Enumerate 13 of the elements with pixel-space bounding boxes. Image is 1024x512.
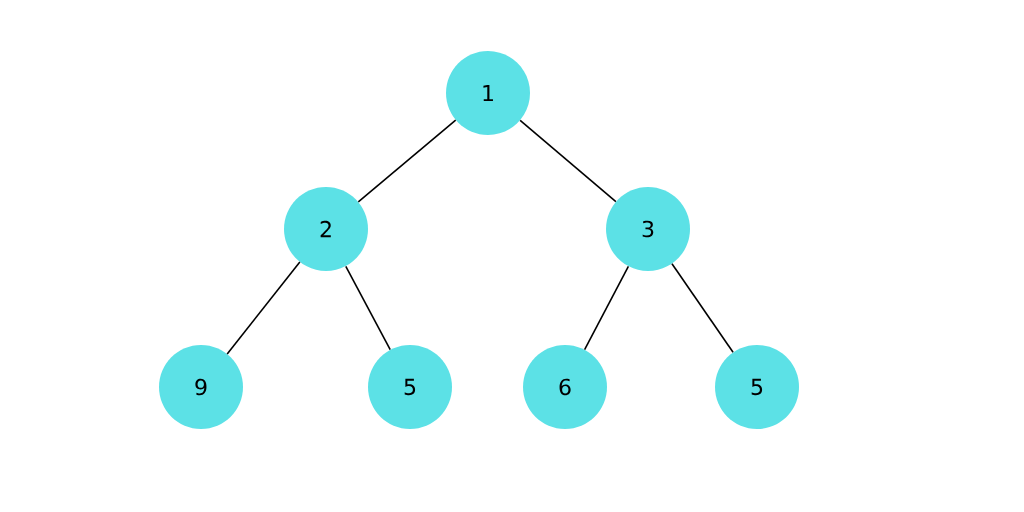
tree-edge: [671, 262, 734, 354]
tree-node: 2: [284, 187, 368, 271]
tree-node: 6: [523, 345, 607, 429]
tree-node: 3: [606, 187, 690, 271]
tree-edge: [357, 119, 457, 203]
tree-edge: [226, 261, 301, 355]
tree-node: 9: [159, 345, 243, 429]
tree-node: 1: [446, 51, 530, 135]
tree-node: 5: [715, 345, 799, 429]
tree-edge: [345, 265, 391, 351]
tree-edge: [583, 265, 630, 351]
tree-node: 5: [368, 345, 452, 429]
tree-edge: [519, 119, 617, 203]
